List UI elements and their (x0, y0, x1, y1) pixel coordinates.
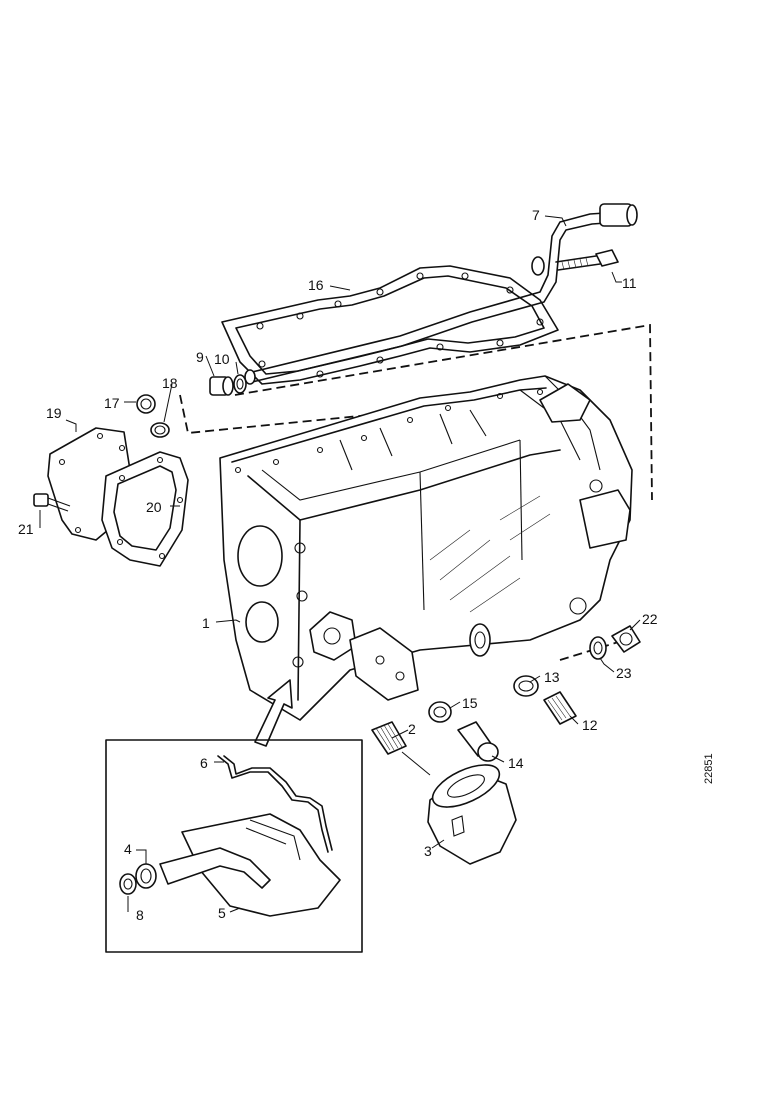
callout-1: 1 (202, 615, 210, 631)
callout-6-inset: 6 (200, 755, 208, 771)
bolt-11 (555, 249, 619, 271)
callout-11: 11 (622, 275, 637, 291)
callout-9: 9 (196, 349, 204, 365)
callout-20: 20 (146, 499, 162, 515)
callout-10: 10 (214, 351, 230, 367)
callout-5: 5 (218, 905, 226, 921)
callout-19: 19 (46, 405, 62, 421)
leader-lines (39, 215, 641, 913)
callout-12: 12 (582, 717, 598, 733)
callout-7: 7 (532, 207, 540, 223)
oil-pipe (244, 203, 638, 385)
transmission-housing (219, 375, 633, 721)
plug-22-and-ring-23 (589, 625, 641, 660)
callout-4: 4 (124, 841, 132, 857)
callout-23: 23 (616, 665, 632, 681)
inset-pointer-arrow (254, 679, 293, 747)
bolt-21 (33, 493, 71, 512)
callout-2: 2 (408, 721, 416, 737)
callout-labels: 7 11 16 9 10 17 18 19 20 21 1 2 3 13 12 … (18, 207, 658, 923)
callout-18: 18 (162, 375, 178, 391)
reference-number: 22851 (703, 753, 715, 784)
callout-14: 14 (508, 755, 524, 771)
callout-21: 21 (18, 521, 34, 537)
callout-22: 22 (642, 611, 658, 627)
callout-3: 3 (424, 843, 432, 859)
breather-and-ring (136, 394, 170, 438)
callout-15: 15 (462, 695, 478, 711)
plug-and-seal (209, 374, 247, 396)
callout-13: 13 (544, 669, 560, 685)
callout-8-inset: 8 (136, 907, 144, 923)
callout-17: 17 (104, 395, 120, 411)
callout-16: 16 (308, 277, 324, 293)
cover-gasket (101, 451, 189, 567)
threaded-nipple (371, 721, 431, 776)
inset-detail (105, 739, 363, 953)
oil-filter (427, 764, 517, 865)
